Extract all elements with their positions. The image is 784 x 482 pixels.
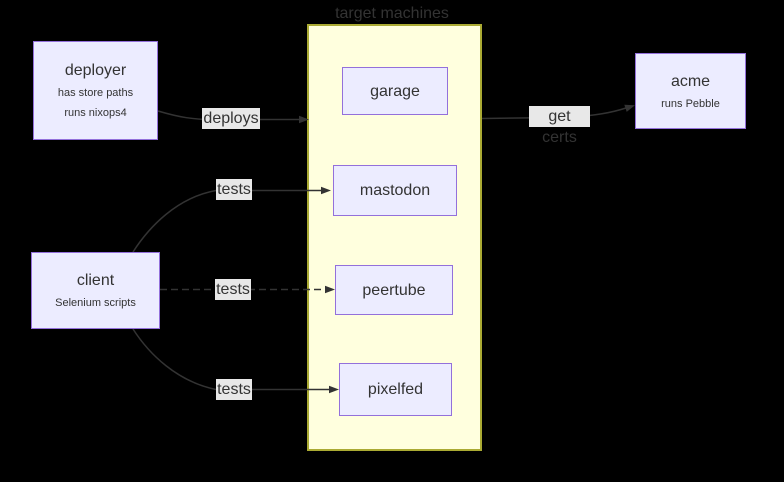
- edge-label-tests-peertube: tests: [215, 279, 251, 300]
- node-client: client Selenium scripts: [31, 252, 160, 329]
- node-label: mastodon: [359, 182, 431, 199]
- edge-label-deploys: deploys: [202, 108, 260, 129]
- node-peertube: peertube: [335, 265, 453, 315]
- node-label: garage: [370, 82, 420, 100]
- arrowhead-tests-mastodon: [321, 186, 331, 195]
- edge-label-tests-mastodon: tests: [216, 179, 252, 200]
- node-sublabel: has store paths: [57, 87, 134, 99]
- edge-client-mastodon: [132, 189, 322, 253]
- node-sublabel: Selenium scripts: [55, 297, 136, 309]
- arrowhead-tests-pixelfed: [329, 385, 339, 394]
- arrowhead-deploys: [299, 115, 309, 124]
- node-pixelfed: pixelfed: [339, 363, 452, 416]
- arrowhead-get-certs: [624, 104, 635, 112]
- node-mastodon: mastodon: [333, 165, 457, 216]
- node-deployer: deployer has store paths runs nixops4: [33, 41, 158, 140]
- node-label: peertube: [362, 281, 426, 299]
- node-garage: garage: [342, 67, 448, 115]
- node-sublabel: runs nixops4: [64, 107, 127, 119]
- node-acme: acme runs Pebble: [635, 53, 746, 129]
- edge-label-tests-pixelfed: tests: [216, 379, 252, 400]
- edge-client-pixelfed: [132, 328, 330, 391]
- edge-label-get-certs: get certs: [529, 106, 590, 146]
- node-sublabel: runs Pebble: [661, 97, 720, 110]
- node-label: client: [76, 272, 115, 289]
- arrowhead-tests-peertube: [325, 285, 335, 294]
- cluster-title: target machines: [335, 5, 449, 22]
- node-label: acme: [670, 72, 711, 90]
- node-label: pixelfed: [367, 381, 424, 398]
- node-label: deployer: [64, 62, 127, 79]
